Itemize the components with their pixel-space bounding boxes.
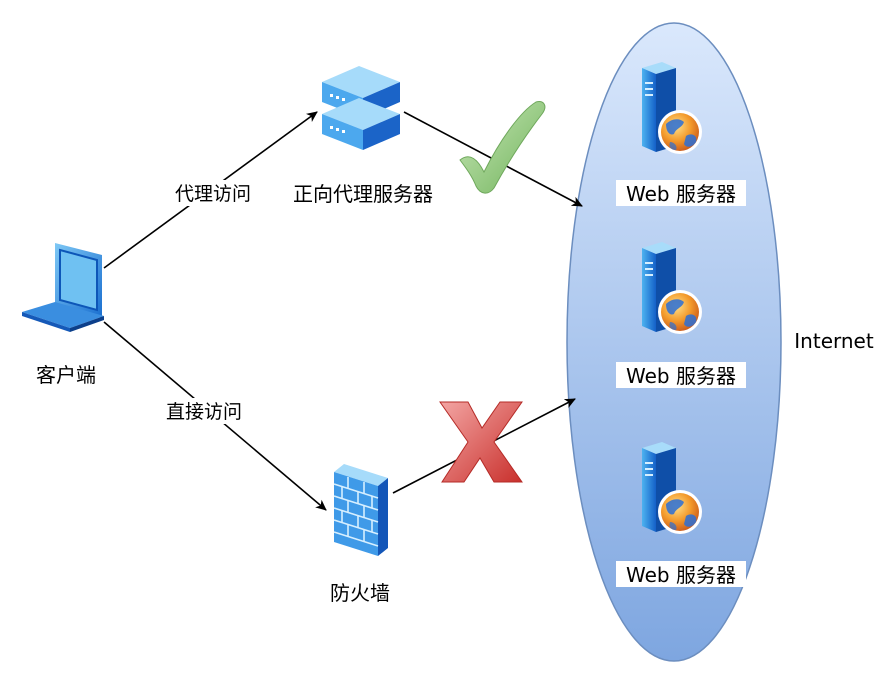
edge-label-proxy-access: 代理访问 xyxy=(175,183,251,205)
edge-label-bg xyxy=(167,180,259,206)
internet-label: Internet xyxy=(794,329,874,353)
web-server-label: Web 服务器 xyxy=(626,182,736,206)
cross-mark-icon xyxy=(439,401,523,483)
laptop-icon xyxy=(22,243,104,332)
server-icon xyxy=(322,66,400,150)
server-label-bg xyxy=(616,561,746,587)
client-label: 客户端 xyxy=(36,363,96,387)
edge-label-direct-access: 直接访问 xyxy=(166,401,242,423)
firewall-label: 防火墙 xyxy=(330,581,390,605)
check-mark-icon xyxy=(459,101,546,194)
firewall-icon xyxy=(333,464,388,556)
server-label-bg xyxy=(616,180,746,206)
web-server-label: Web 服务器 xyxy=(626,563,736,587)
edge-label-bg xyxy=(158,398,250,424)
web-server-label: Web 服务器 xyxy=(626,364,736,388)
server-label-bg xyxy=(616,362,746,388)
proxy-label: 正向代理服务器 xyxy=(293,182,433,206)
